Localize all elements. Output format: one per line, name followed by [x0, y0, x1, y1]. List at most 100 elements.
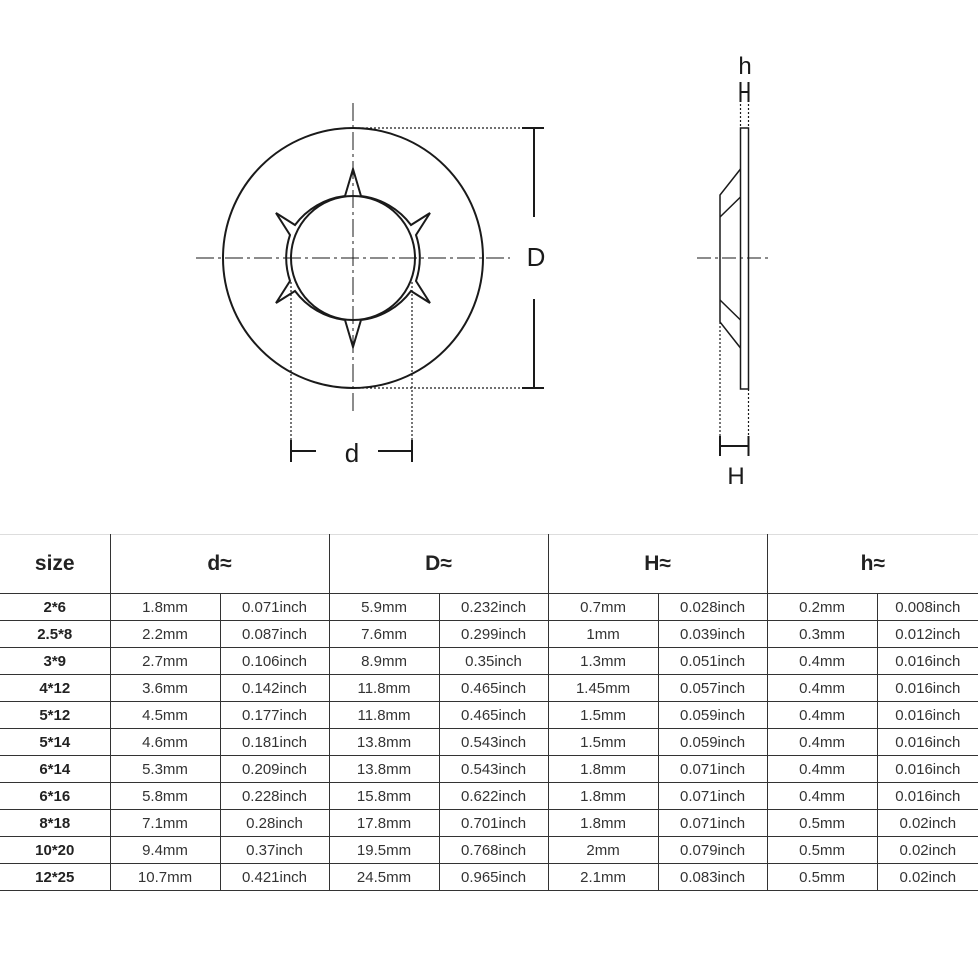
table-header-row: size d≈ D≈ H≈ h≈ — [0, 534, 978, 594]
cell-H-mm: 1.8mm — [547, 782, 659, 810]
cell-H-mm: 1.8mm — [547, 755, 659, 783]
cell-h-mm: 0.4mm — [766, 674, 878, 702]
cell-h-inch: 0.016inch — [876, 701, 978, 729]
cell-H-inch: 0.051inch — [657, 647, 768, 675]
cell-D-inch: 0.35inch — [438, 647, 549, 675]
cell-D-mm: 13.8mm — [328, 755, 440, 783]
cell-h-inch: 0.016inch — [876, 782, 978, 810]
cell-D-mm: 8.9mm — [328, 647, 440, 675]
cell-D-inch: 0.768inch — [438, 836, 549, 864]
inner-hole-circle — [290, 195, 416, 321]
cell-size: 12*25 — [0, 863, 111, 891]
cell-H-inch: 0.059inch — [657, 728, 768, 756]
header-h: h≈ — [766, 534, 978, 594]
cell-d-inch: 0.209inch — [219, 755, 330, 783]
cell-D-mm: 5.9mm — [328, 593, 440, 621]
cell-h-mm: 0.5mm — [766, 836, 878, 864]
cell-H-inch: 0.028inch — [657, 593, 768, 621]
table-row: 6*16 5.8mm 0.228inch 15.8mm 0.622inch 1.… — [0, 782, 978, 810]
cell-D-mm: 11.8mm — [328, 701, 440, 729]
cell-h-inch: 0.016inch — [876, 647, 978, 675]
cell-h-inch: 0.016inch — [876, 728, 978, 756]
cell-h-mm: 0.2mm — [766, 593, 878, 621]
cell-d-inch: 0.37inch — [219, 836, 330, 864]
cell-H-mm: 1.5mm — [547, 728, 659, 756]
cell-H-inch: 0.071inch — [657, 782, 768, 810]
cell-h-mm: 0.5mm — [766, 809, 878, 837]
table-row: 8*18 7.1mm 0.28inch 17.8mm 0.701inch 1.8… — [0, 809, 978, 837]
table-row: 3*9 2.7mm 0.106inch 8.9mm 0.35inch 1.3mm… — [0, 647, 978, 675]
cell-d-inch: 0.142inch — [219, 674, 330, 702]
cell-size: 5*12 — [0, 701, 111, 729]
cell-D-mm: 13.8mm — [328, 728, 440, 756]
table-row: 4*12 3.6mm 0.142inch 11.8mm 0.465inch 1.… — [0, 674, 978, 702]
cell-D-inch: 0.465inch — [438, 701, 549, 729]
cell-d-inch: 0.421inch — [219, 863, 330, 891]
side-view — [697, 100, 772, 456]
cell-h-inch: 0.008inch — [876, 593, 978, 621]
cell-h-mm: 0.5mm — [766, 863, 878, 891]
cell-D-mm: 7.6mm — [328, 620, 440, 648]
cell-H-inch: 0.059inch — [657, 701, 768, 729]
cell-d-mm: 4.5mm — [109, 701, 221, 729]
cell-h-inch: 0.012inch — [876, 620, 978, 648]
header-d: d≈ — [109, 534, 330, 594]
table-row: 5*12 4.5mm 0.177inch 11.8mm 0.465inch 1.… — [0, 701, 978, 729]
cell-h-mm: 0.3mm — [766, 620, 878, 648]
cell-H-mm: 1.8mm — [547, 809, 659, 837]
cell-d-inch: 0.28inch — [219, 809, 330, 837]
outer-circle — [222, 127, 484, 389]
cell-size: 6*16 — [0, 782, 111, 810]
size-spec-table: size d≈ D≈ H≈ h≈ 2*6 1.8mm 0.071inch 5.9… — [0, 534, 978, 891]
cell-d-mm: 10.7mm — [109, 863, 221, 891]
cell-H-mm: 1mm — [547, 620, 659, 648]
cell-d-mm: 5.3mm — [109, 755, 221, 783]
header-size: size — [0, 534, 111, 594]
cell-d-inch: 0.177inch — [219, 701, 330, 729]
cell-h-mm: 0.4mm — [766, 782, 878, 810]
cell-D-mm: 19.5mm — [328, 836, 440, 864]
cell-d-mm: 5.8mm — [109, 782, 221, 810]
cell-D-inch: 0.622inch — [438, 782, 549, 810]
cell-H-mm: 0.7mm — [547, 593, 659, 621]
cell-H-inch: 0.079inch — [657, 836, 768, 864]
cell-d-mm: 9.4mm — [109, 836, 221, 864]
cell-size: 3*9 — [0, 647, 111, 675]
cell-h-inch: 0.016inch — [876, 755, 978, 783]
cell-D-mm: 11.8mm — [328, 674, 440, 702]
cell-D-inch: 0.701inch — [438, 809, 549, 837]
cell-d-inch: 0.228inch — [219, 782, 330, 810]
cell-H-mm: 1.3mm — [547, 647, 659, 675]
cell-d-mm: 4.6mm — [109, 728, 221, 756]
cell-H-mm: 1.45mm — [547, 674, 659, 702]
cell-D-inch: 0.299inch — [438, 620, 549, 648]
cell-D-mm: 24.5mm — [328, 863, 440, 891]
cell-h-mm: 0.4mm — [766, 755, 878, 783]
cell-size: 2.5*8 — [0, 620, 111, 648]
cell-size: 2*6 — [0, 593, 111, 621]
cell-D-inch: 0.465inch — [438, 674, 549, 702]
cell-size: 4*12 — [0, 674, 111, 702]
front-view — [196, 103, 544, 462]
table-row: 5*14 4.6mm 0.181inch 13.8mm 0.543inch 1.… — [0, 728, 978, 756]
D-label: D — [527, 242, 546, 272]
cell-D-inch: 0.232inch — [438, 593, 549, 621]
cone-line-upper — [719, 196, 742, 218]
cell-d-mm: 1.8mm — [109, 593, 221, 621]
cell-H-inch: 0.039inch — [657, 620, 768, 648]
cell-D-mm: 17.8mm — [328, 809, 440, 837]
cell-size: 8*18 — [0, 809, 111, 837]
cell-d-mm: 3.6mm — [109, 674, 221, 702]
cell-H-inch: 0.071inch — [657, 755, 768, 783]
h-label: h — [738, 53, 751, 80]
cell-D-inch: 0.965inch — [438, 863, 549, 891]
cell-H-inch: 0.057inch — [657, 674, 768, 702]
cell-h-inch: 0.02inch — [876, 809, 978, 837]
cell-H-mm: 2.1mm — [547, 863, 659, 891]
cell-D-inch: 0.543inch — [438, 755, 549, 783]
cell-h-mm: 0.4mm — [766, 701, 878, 729]
cell-H-mm: 2mm — [547, 836, 659, 864]
cell-h-mm: 0.4mm — [766, 647, 878, 675]
header-H: H≈ — [547, 534, 768, 594]
h-dimension-marker — [739, 82, 750, 102]
